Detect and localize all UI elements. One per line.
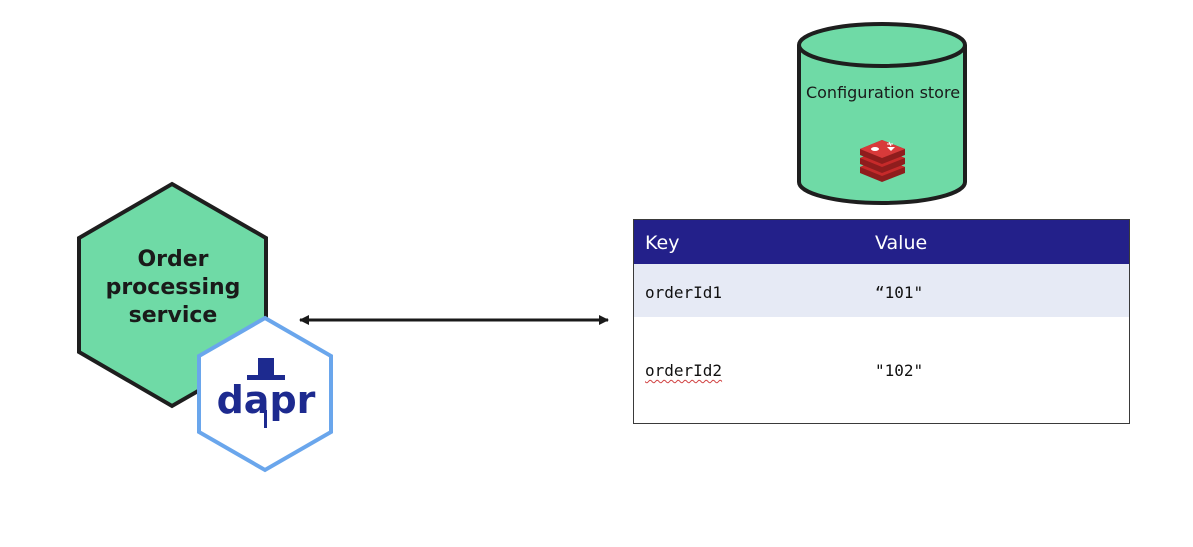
row-value: “101" — [875, 283, 924, 302]
dapr-sidecar: dapr — [197, 315, 333, 473]
cylinder-top — [797, 22, 967, 68]
dapr-logo-text: dapr — [217, 378, 316, 422]
row-key: orderId2 — [645, 361, 723, 380]
table-row: orderId1 “101" — [634, 264, 1129, 317]
dapr-hexagon — [197, 315, 333, 473]
redis-icon — [860, 140, 905, 182]
row-key: orderId1 — [645, 283, 723, 302]
header-value: Value — [875, 232, 928, 254]
configuration-table: Key Value orderId1 “101" orderId2 "102" — [633, 219, 1130, 424]
dapr-hat-icon — [247, 358, 285, 428]
configuration-store-cylinder — [797, 22, 967, 205]
row-value: "102" — [875, 361, 924, 380]
table-row: orderId2 "102" — [634, 317, 1129, 423]
order-service-label: Order processing service — [105, 247, 241, 328]
table-header: Key Value — [634, 220, 1129, 264]
configuration-store-label: Configuration store — [805, 83, 961, 102]
header-key: Key — [645, 232, 680, 254]
cylinder-body — [797, 45, 967, 205]
